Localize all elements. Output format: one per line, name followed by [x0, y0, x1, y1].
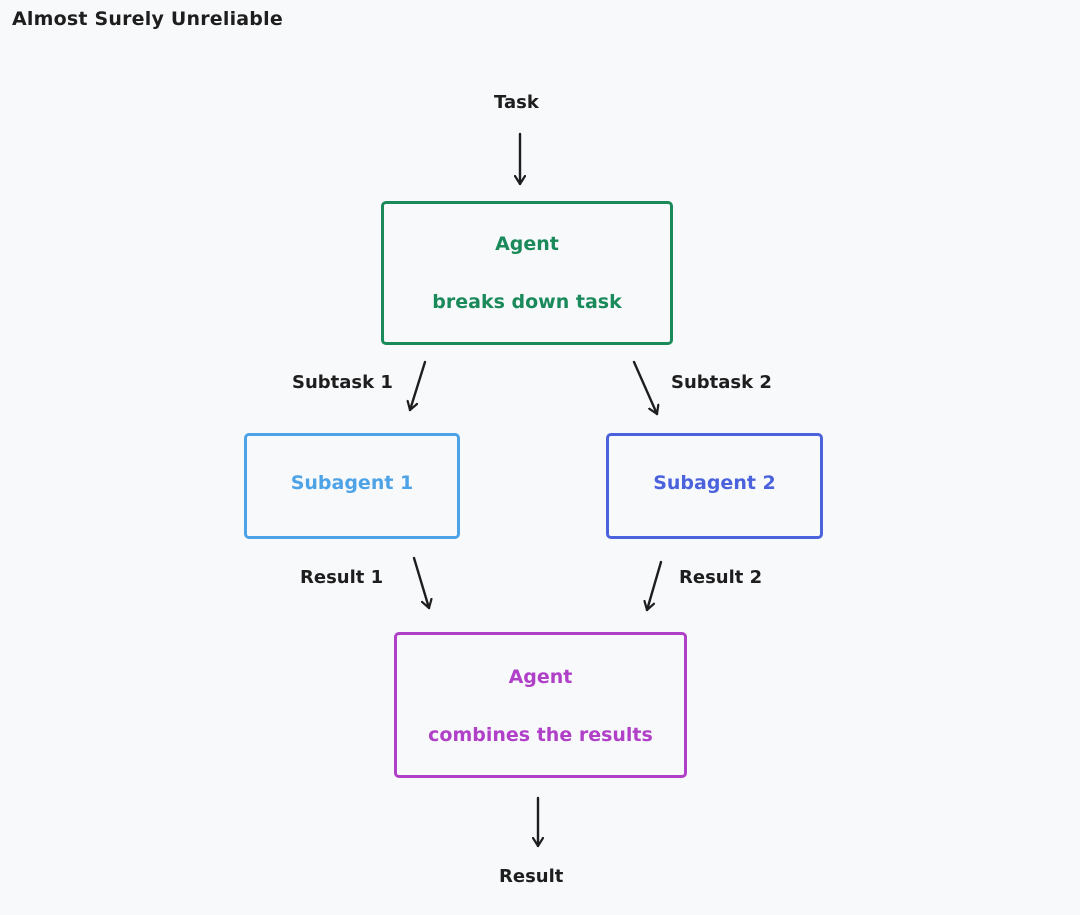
subtask-1-label: Subtask 1: [292, 372, 393, 393]
subagent-2-box: Subagent 2: [606, 433, 823, 539]
agent-breakdown-name: Agent: [495, 233, 559, 255]
arrow-subtask-1: [410, 360, 427, 412]
subagent-1-box: Subagent 1: [244, 433, 460, 539]
result-output-label: Result: [499, 866, 564, 887]
task-label: Task: [494, 92, 539, 113]
arrow-subtask-2: [632, 360, 657, 416]
subtask-2-label: Subtask 2: [671, 372, 772, 393]
agent-combine-description: combines the results: [428, 724, 653, 746]
subagent-2-name: Subagent 2: [653, 472, 776, 494]
agent-combine-name: Agent: [508, 666, 573, 688]
result-1-label: Result 1: [300, 567, 384, 588]
agent-breakdown-box: Agent breaks down task: [381, 201, 673, 345]
arrow-result-2: [647, 560, 663, 612]
subagent-1-name: Subagent 1: [290, 472, 414, 494]
agent-breakdown-description: breaks down task: [432, 291, 622, 313]
agent-combine-box: Agent combines the results: [394, 632, 687, 778]
arrow-result-1: [412, 556, 429, 610]
diagram-title: Almost Surely Unreliable: [12, 8, 283, 30]
result-2-label: Result 2: [679, 567, 763, 588]
